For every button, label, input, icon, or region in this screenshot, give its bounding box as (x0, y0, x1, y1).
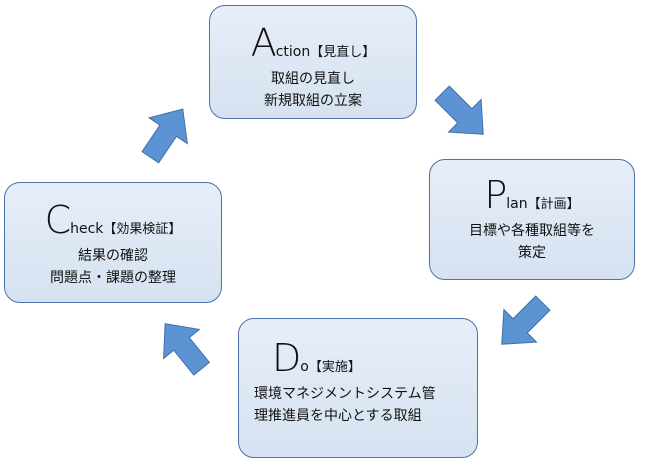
plan-heading: Plan【計画】 (430, 176, 634, 214)
plan-letter: P (484, 173, 507, 217)
do-line-1: 環境マネジメントシステム管 (254, 386, 436, 402)
plan-tag: 【計画】 (527, 197, 580, 212)
arrow-check-to-action (130, 95, 203, 171)
do-heading: Do【実施】 (254, 339, 477, 377)
plan-word: lan (506, 196, 528, 212)
do-box: Do【実施】 環境マネジメントシステム管 理推進員を中心とする取組 (238, 318, 478, 458)
check-line-1: 結果の確認 (78, 248, 148, 264)
plan-line-1: 目標や各種取組等を (469, 223, 595, 239)
action-tag: 【見直し】 (310, 45, 376, 60)
plan-line-2: 策定 (518, 245, 546, 261)
check-tag: 【効果検証】 (103, 222, 182, 237)
check-line-2: 問題点・課題の整理 (50, 270, 176, 286)
do-line-2: 理推進員を中心とする取組 (254, 408, 422, 424)
arrow-action-to-plan (425, 76, 500, 151)
action-line-1: 取組の見直し (271, 71, 355, 87)
arrow-plan-to-do (485, 286, 560, 361)
do-letter: D (272, 336, 301, 380)
do-tag: 【実施】 (308, 360, 361, 375)
do-word: o (300, 359, 309, 375)
check-heading: Check【効果検証】 (5, 201, 221, 239)
action-line-2: 新規取組の立案 (264, 93, 362, 109)
action-heading: Action【見直し】 (210, 24, 416, 62)
check-letter: C (44, 198, 72, 242)
action-word: ction (275, 44, 311, 60)
plan-box: Plan【計画】 目標や各種取組等を 策定 (429, 159, 635, 280)
check-box: Check【効果検証】 結果の確認 問題点・課題の整理 (4, 182, 222, 303)
arrow-do-to-check (146, 308, 220, 384)
check-word: heck (70, 221, 104, 237)
action-letter: A (250, 21, 277, 65)
action-box: Action【見直し】 取組の見直し 新規取組の立案 (209, 5, 417, 119)
